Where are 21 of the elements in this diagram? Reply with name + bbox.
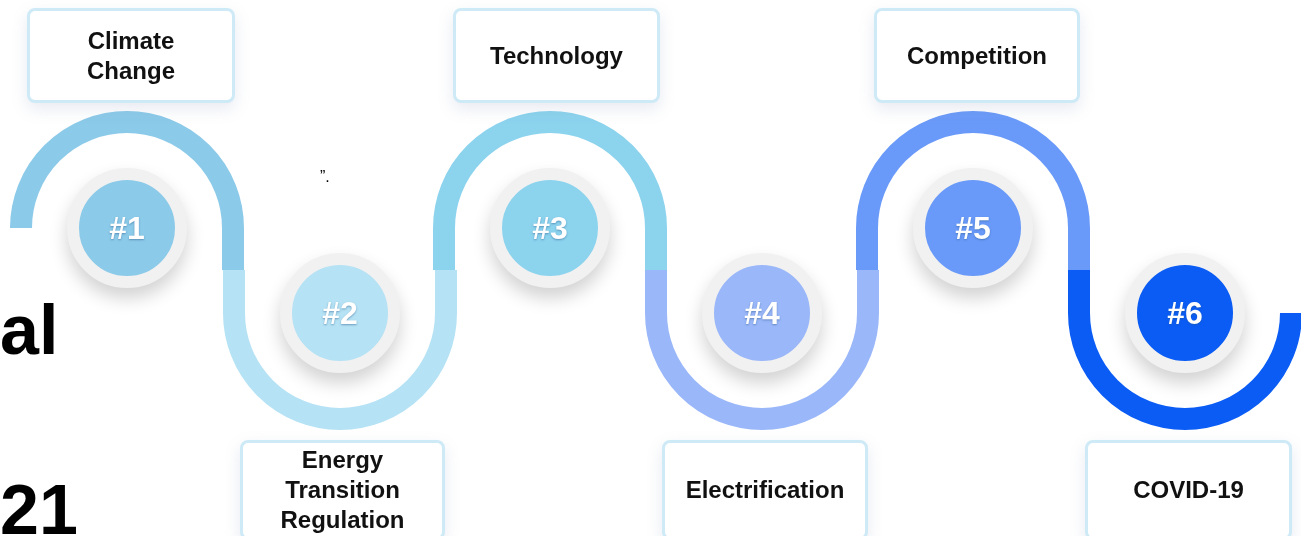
step-label: Energy Transition Regulation [279,445,406,535]
label-card [453,8,660,103]
label-card [874,8,1080,103]
step-label: #3 [532,209,568,247]
step-label: #4 [744,294,780,332]
label-card [662,440,868,536]
step-label: COVID-19 [1132,475,1245,505]
step-label: #5 [955,209,991,247]
heading-fragment: al [0,290,59,370]
step-label: #2 [322,294,358,332]
step-label: Competition [906,40,1048,71]
quote-mark: ”. [320,168,330,186]
step-label: Technology [489,40,624,71]
label-card [240,440,445,536]
label-card [27,8,235,103]
step-label: #1 [109,209,145,247]
step-label: #6 [1167,294,1203,332]
step-label: Climate Change [86,25,176,86]
heading-fragment: 21 [0,470,78,536]
step-label: Electrification [684,475,846,505]
label-card [1085,440,1292,536]
